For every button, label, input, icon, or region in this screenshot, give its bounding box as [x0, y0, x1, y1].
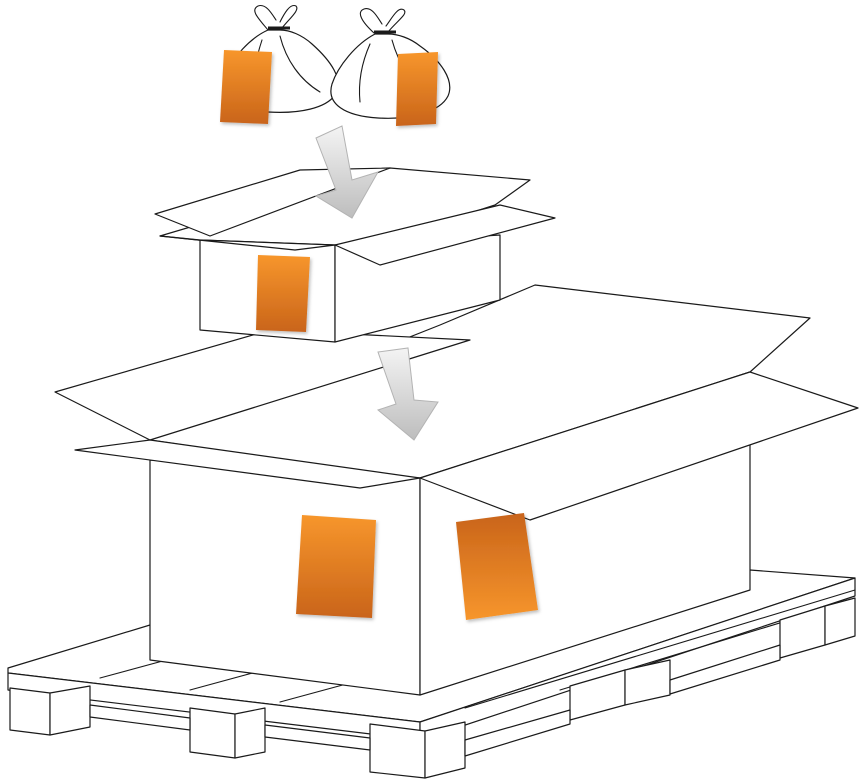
outer-box-side-label [456, 513, 538, 620]
arrow-down-icon [314, 125, 380, 219]
outer-box-front [149, 459, 421, 696]
outer-box-right-flap [419, 371, 859, 521]
outer-box [54, 284, 859, 696]
bag-left-label [220, 50, 272, 124]
outer-box-left-back-flap [54, 329, 471, 441]
bag-left [220, 4, 339, 124]
inner-box-right-flap [334, 204, 556, 266]
bag-right [330, 7, 451, 126]
bag-right-label [396, 52, 438, 126]
outer-box-front-label [296, 515, 376, 618]
inner-box [154, 167, 556, 343]
arrow-down-icon [376, 347, 439, 441]
inner-box-left-flap [154, 167, 391, 237]
inner-box-label [256, 255, 310, 332]
